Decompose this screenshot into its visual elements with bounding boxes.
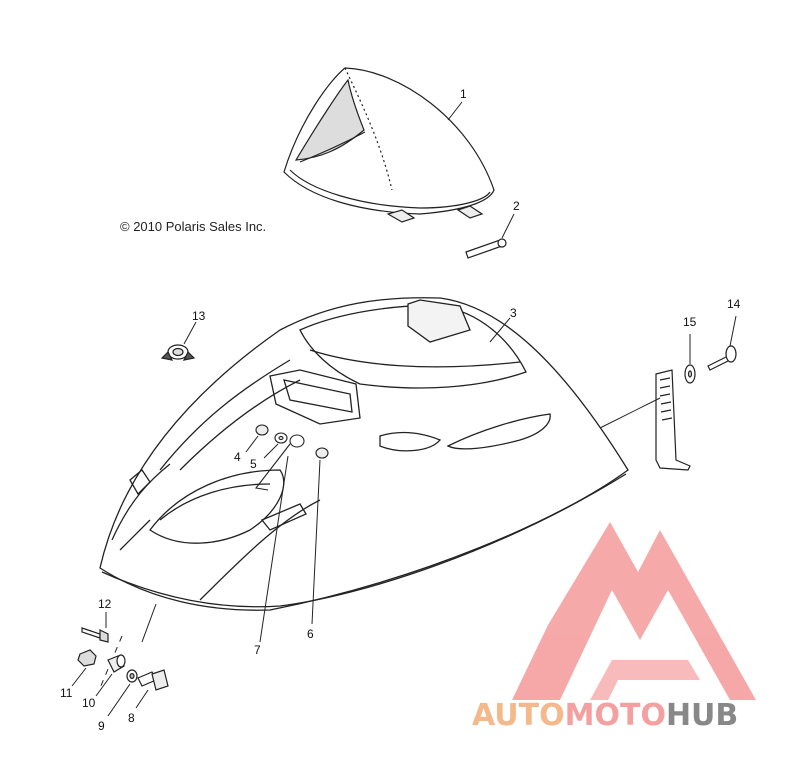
callout-10: 10 xyxy=(82,696,96,710)
leader-2 xyxy=(501,213,515,239)
leader-10 xyxy=(95,673,113,697)
leader-1 xyxy=(447,101,463,121)
watermark-logo xyxy=(512,522,756,700)
callout-1: 1 xyxy=(460,87,467,101)
nut-part-11 xyxy=(77,649,97,667)
plug-part-6 xyxy=(315,447,329,459)
callout-9: 9 xyxy=(98,719,105,733)
fastener-part-13 xyxy=(160,344,196,361)
hood xyxy=(99,297,629,611)
leader-6 xyxy=(311,459,321,625)
leader-7 xyxy=(259,455,289,643)
callout-7: 7 xyxy=(254,643,261,657)
callout-11: 11 xyxy=(60,686,73,700)
nut-part-4 xyxy=(255,424,269,436)
callout-4: 4 xyxy=(234,450,241,464)
windshield xyxy=(283,67,495,223)
callout-14: 14 xyxy=(727,297,741,311)
bolt-part-12 xyxy=(81,627,109,643)
hood-leader xyxy=(141,603,157,643)
leader-11 xyxy=(71,667,87,687)
bolt-part-8 xyxy=(137,669,169,691)
watermark-moto: MOTO xyxy=(564,698,666,733)
callout-8: 8 xyxy=(128,711,135,725)
callout-12: 12 xyxy=(98,597,112,611)
spacer-part-10 xyxy=(107,654,126,673)
watermark-hub: HUB xyxy=(665,698,739,733)
leader-14 xyxy=(729,315,737,347)
washer-part-15 xyxy=(684,364,696,384)
washer-part-5 xyxy=(274,432,288,444)
watermark-auto: AUTO xyxy=(472,698,565,733)
callout-2: 2 xyxy=(513,199,520,213)
leader-4 xyxy=(245,435,259,453)
callout-6: 6 xyxy=(307,627,314,641)
leader-13 xyxy=(183,321,197,345)
pin-part-7 xyxy=(255,434,305,491)
watermark-wordmark: AUTOMOTOHUB xyxy=(472,698,738,733)
screw-part-14 xyxy=(707,345,737,371)
callout-13: 13 xyxy=(192,309,206,323)
leader-5 xyxy=(263,443,279,459)
leader-3 xyxy=(489,317,511,343)
strap-leader xyxy=(599,397,661,429)
callout-15: 15 xyxy=(683,315,697,329)
strap xyxy=(655,369,691,471)
callout-5: 5 xyxy=(250,457,257,471)
washer-part-9 xyxy=(126,669,138,683)
leader-8 xyxy=(135,689,149,709)
screw-part-2 xyxy=(465,238,507,259)
callout-3: 3 xyxy=(510,306,517,320)
leader-9 xyxy=(107,683,131,717)
copyright-text: © 2010 Polaris Sales Inc. xyxy=(120,219,267,234)
